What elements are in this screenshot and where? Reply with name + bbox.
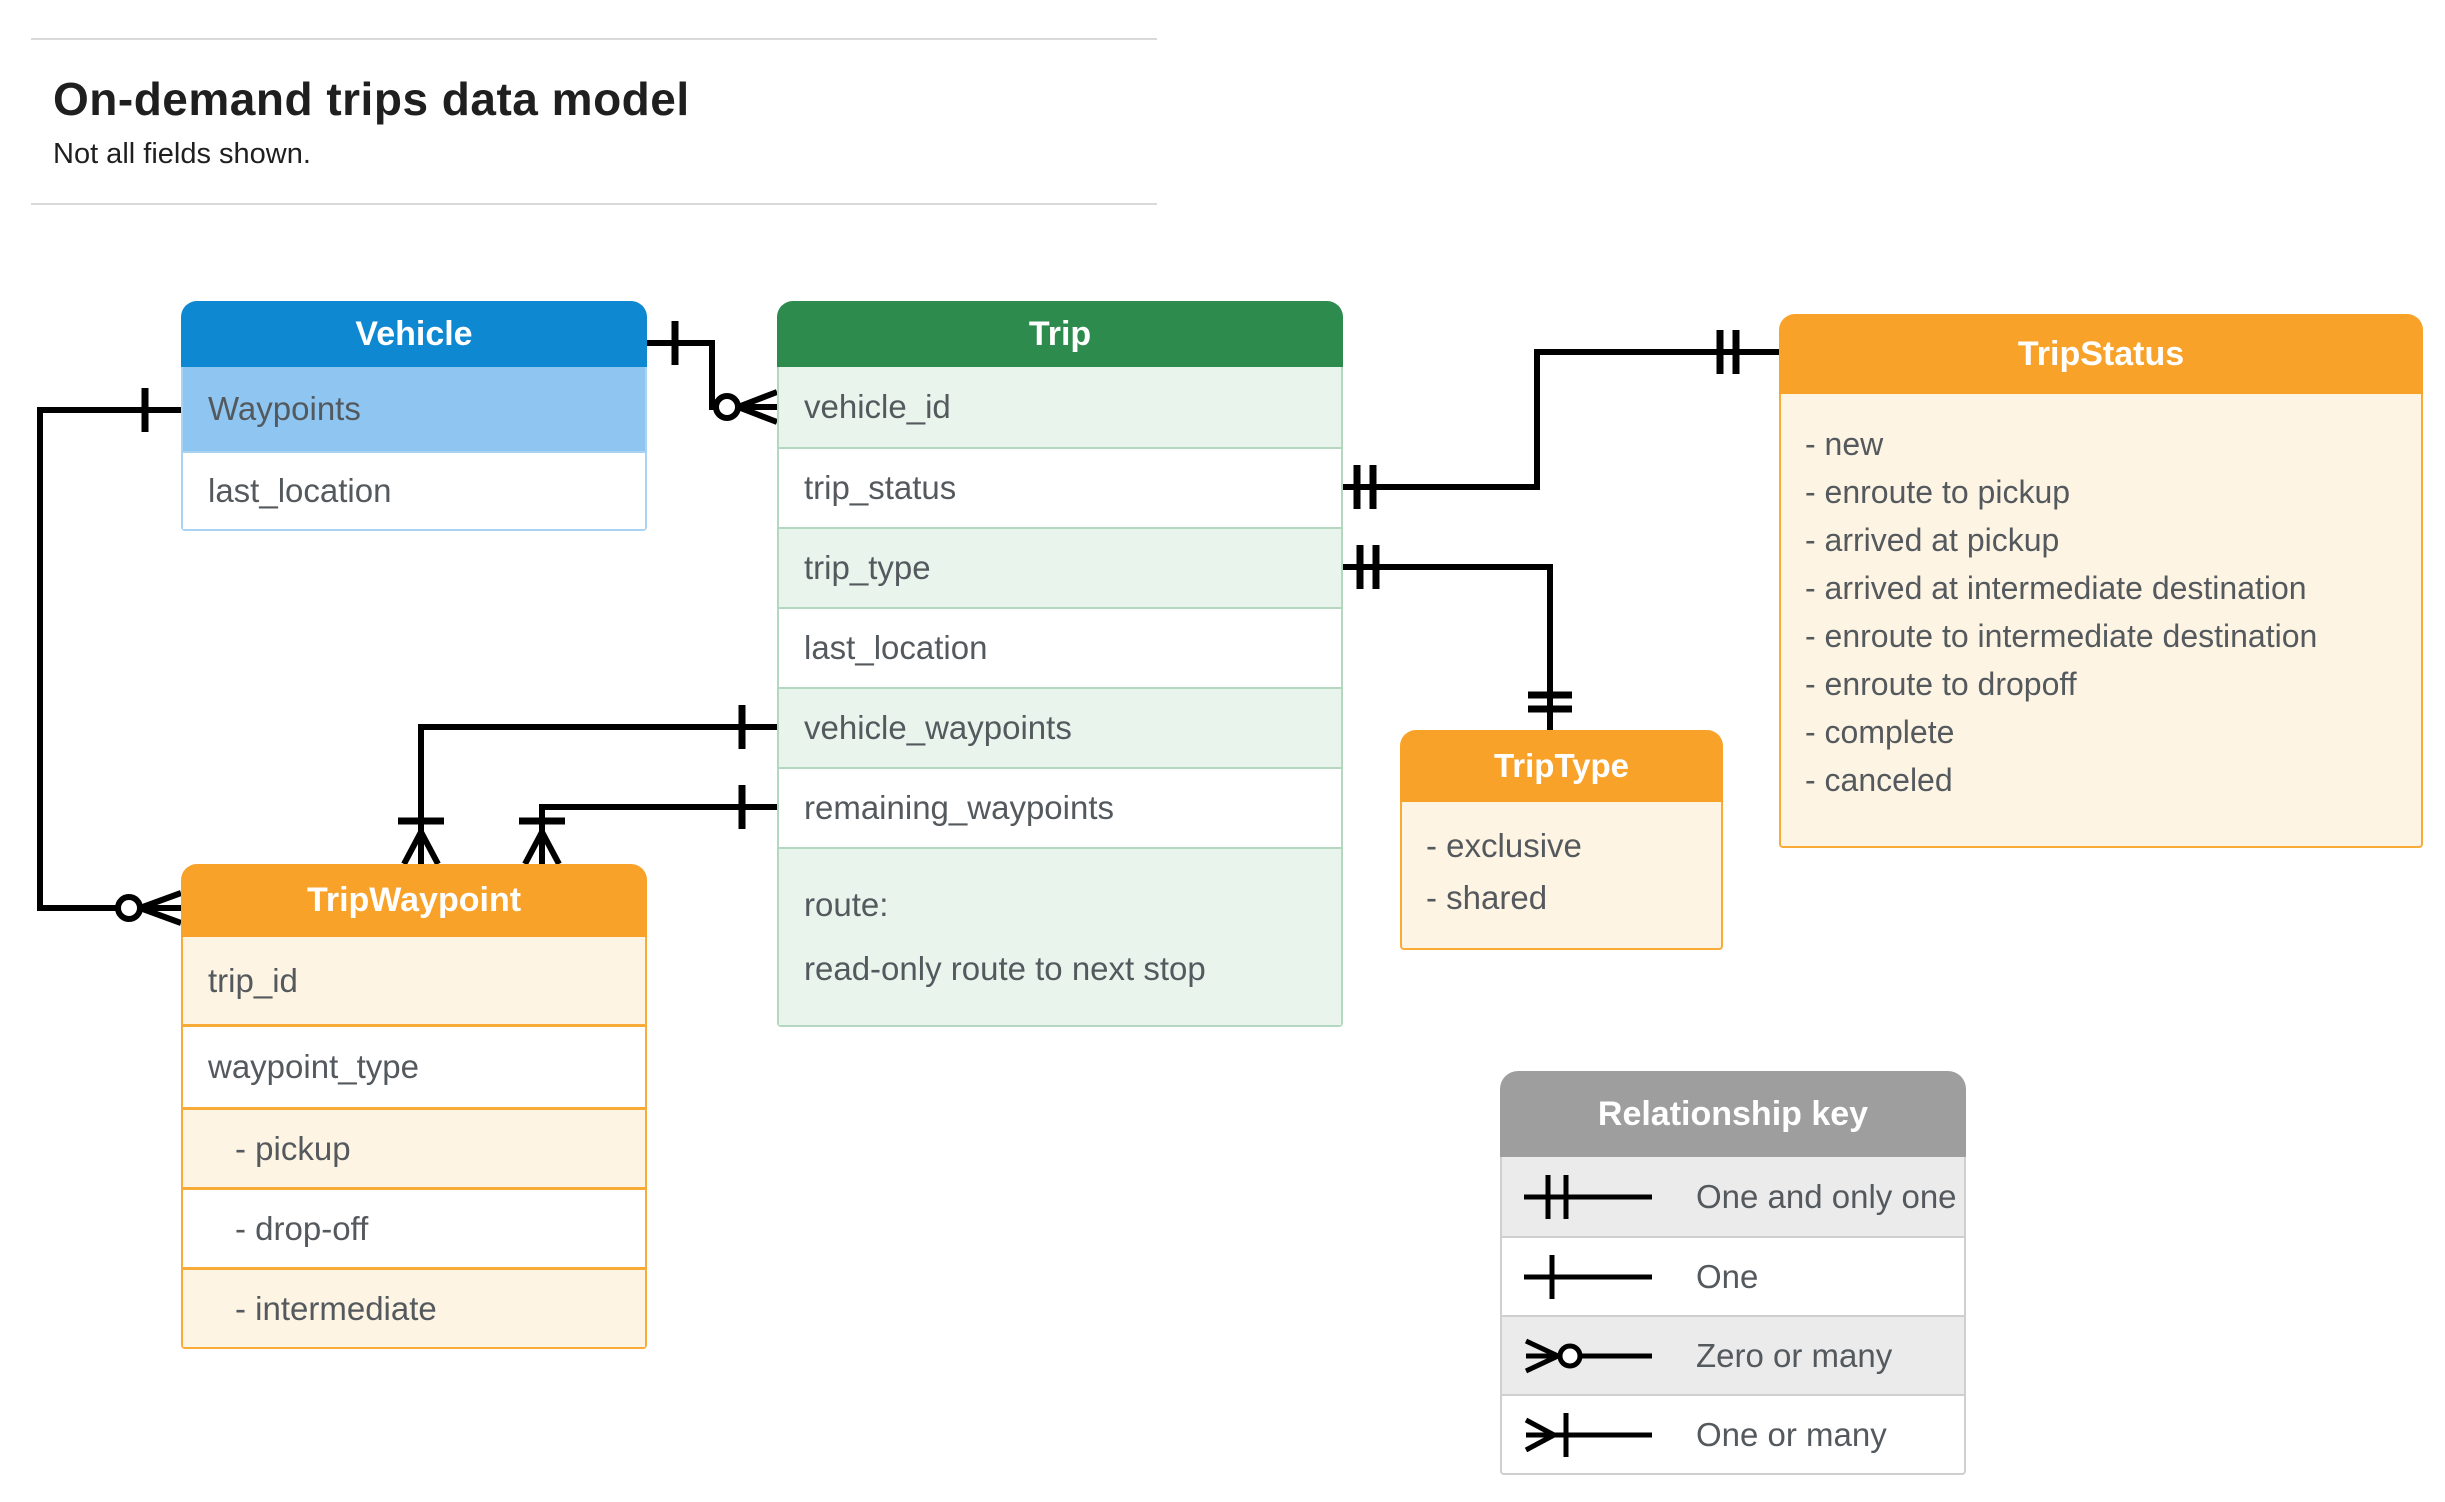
route-description: read-only route to next stop [804,950,1206,987]
entity-trip-header: Trip [777,301,1343,367]
zero-or-many-icon [115,890,183,926]
field-row-trip-status: trip_status [779,447,1341,527]
connector-trip-triptype [1343,545,1572,730]
connector-vehicle-trip [647,321,779,425]
connector-trip-tripwaypoint-vehicle-waypoints [398,705,777,866]
entity-tripstatus: TripStatus - new - enroute to pickup - a… [1779,314,2423,848]
title-bottom-divider [31,203,1157,205]
legend-row-zero-or-many: Zero or many [1502,1315,1964,1394]
enum-value-shared: - shared [1426,879,1548,916]
entity-triptype: TripType - exclusive - shared [1400,730,1723,950]
entity-vehicle: Vehicle Waypoints last_location [181,301,647,531]
field-row-vehicle-id: vehicle_id [779,367,1341,447]
legend-row-one-and-only-one: One and only one [1502,1157,1964,1236]
entity-tripwaypoint: TripWaypoint trip_id waypoint_type - pic… [181,864,647,1349]
field-row-last-location: last_location [183,451,645,529]
field-row-trip-id: trip_id [183,937,645,1024]
one-and-only-one-icon [1356,545,1380,589]
enum-value-arrived-at-pickup: - arrived at pickup [1805,522,2060,558]
one-and-only-one-icon [1716,330,1740,374]
page-title: On-demand trips data model [53,73,690,125]
field-row-waypoint-type: waypoint_type [183,1024,645,1107]
enum-value-canceled: - canceled [1805,762,1953,798]
enum-value-arrived-at-intermediate-destination: - arrived at intermediate destination [1805,570,2307,606]
one-and-only-one-icon [1524,1174,1652,1219]
field-row-waypoints: Waypoints [183,367,645,451]
enum-value-complete: - complete [1805,714,1955,750]
enum-value-pickup: - pickup [183,1107,645,1187]
one-and-only-one-icon [1353,465,1377,509]
legend-label: One [1696,1257,1759,1295]
entity-vehicle-header: Vehicle [181,301,647,367]
enum-value-intermediate: - intermediate [183,1267,645,1347]
field-row-route: route: read-only route to next stop [779,847,1341,1025]
relationship-key-header: Relationship key [1500,1071,1966,1157]
field-row-trip-type: trip_type [779,527,1341,607]
entity-tripstatus-header: TripStatus [1779,314,2423,394]
one-or-many-icon [398,817,444,866]
field-row-last-location: last_location [779,607,1341,687]
connector-trip-tripstatus [1343,330,1779,509]
route-label: route: [804,886,889,923]
connector-trip-tripwaypoint-remaining-waypoints [519,785,777,866]
field-row-vehicle-waypoints: vehicle_waypoints [779,687,1341,767]
enum-value-enroute-to-dropoff: - enroute to dropoff [1805,666,2077,702]
legend-label: Zero or many [1696,1336,1893,1374]
legend-row-one-or-many: One or many [1502,1394,1964,1473]
enum-value-drop-off: - drop-off [183,1187,645,1267]
connector-vehicle-tripwaypoint [37,388,183,926]
legend-label: One or many [1696,1415,1887,1453]
enum-value-enroute-to-pickup: - enroute to pickup [1805,474,2071,510]
one-or-many-icon [1524,1412,1652,1457]
legend-label: One and only one [1696,1177,1957,1215]
enum-value-exclusive: - exclusive [1426,827,1582,864]
entity-trip: Trip vehicle_id trip_status trip_type la… [777,301,1343,1027]
entity-tripwaypoint-header: TripWaypoint [181,864,647,937]
entity-triptype-header: TripType [1400,730,1723,802]
relationship-key: Relationship key One and only one One [1500,1071,1966,1475]
legend-row-one: One [1502,1236,1964,1315]
zero-or-many-icon [713,389,779,425]
one-icon [1524,1254,1652,1299]
enum-value-enroute-to-intermediate-destination: - enroute to intermediate destination [1805,618,2318,654]
zero-or-many-icon [1524,1338,1652,1373]
one-or-many-icon [519,817,565,866]
page-subtitle: Not all fields shown. [53,138,311,170]
enum-value-new: - new [1805,426,1884,462]
top-divider [31,38,1157,40]
one-and-only-one-icon [1528,691,1572,713]
field-row-remaining-waypoints: remaining_waypoints [779,767,1341,847]
